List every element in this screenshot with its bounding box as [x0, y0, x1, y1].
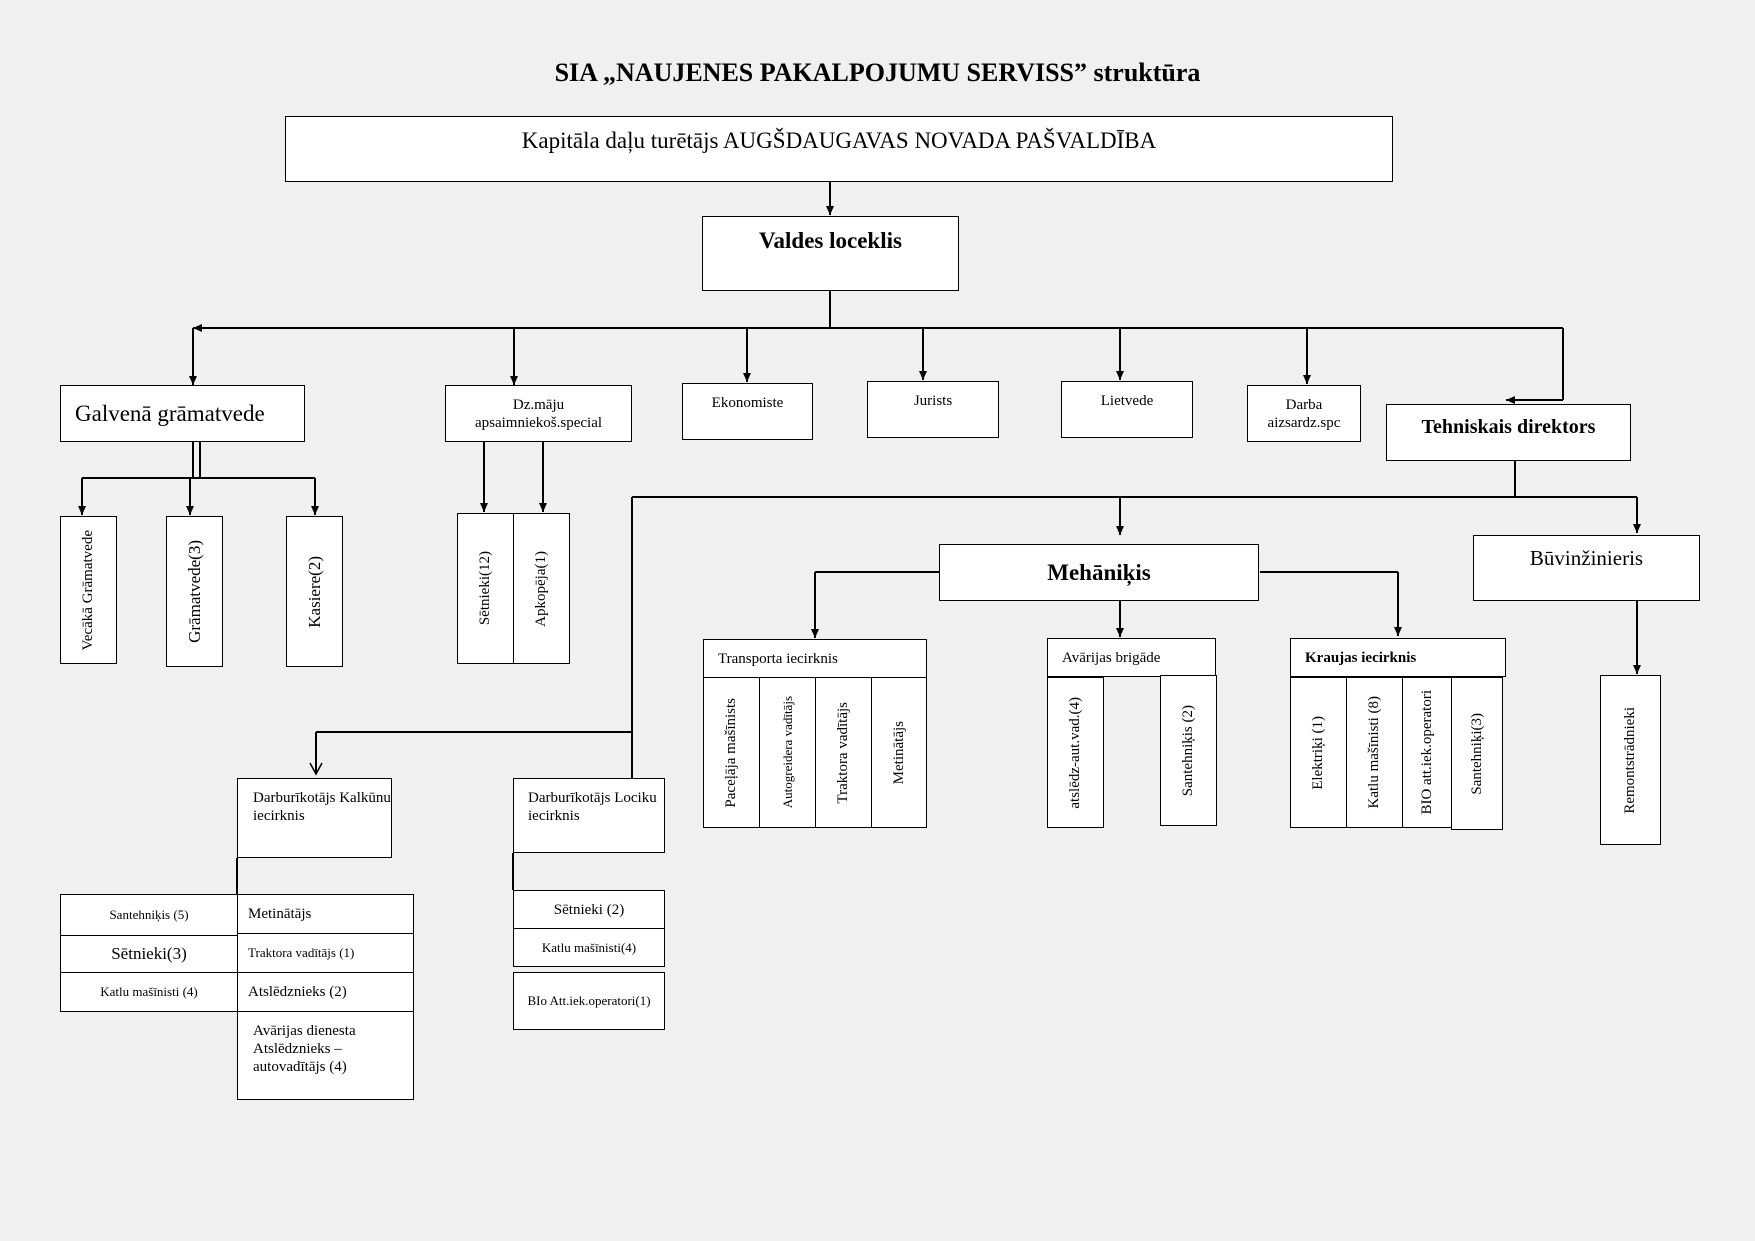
tech-director-label: Tehniskais direktors	[1421, 416, 1596, 438]
repairmen-box: Remontstrādnieki	[1600, 675, 1661, 845]
emergency-label: Avārijas brigāde	[1062, 649, 1161, 666]
kalkuni-right-3: Atslēdznieks (2)	[237, 972, 414, 1012]
tech-director-box: Tehniskais direktors	[1386, 404, 1631, 461]
transport-staff-4: Metinātājs	[871, 677, 927, 828]
kraujas-staff-1-label: Elektriķi (1)	[1310, 715, 1326, 790]
owner-label: Kapitāla daļu turētājs AUGŠDAUGAVAS NOVA…	[521, 128, 1157, 153]
kalkuni-right-2-label: Traktora vadītājs (1)	[248, 945, 355, 961]
lociki-staff-1: Sētnieki (2)	[513, 890, 665, 929]
kraujas-staff-4: Santehniķi(3)	[1451, 677, 1503, 830]
kraujas-staff-3: BIO att.iek.operatori	[1402, 677, 1452, 828]
lociki-label: Darburīkotājs Lociku iecirknis	[528, 790, 657, 824]
cleaner-box: Apkopēja(1)	[513, 513, 570, 664]
emergency-staff-1: atslēdz-aut.vad.(4)	[1047, 677, 1104, 828]
housing-box: Dz.māju apsaimniekoš.special	[445, 385, 632, 442]
janitors-box: Sētnieki(12)	[457, 513, 514, 664]
kraujas-staff-1: Elektriķi (1)	[1290, 677, 1347, 828]
transport-staff-4-label: Metinātājs	[890, 720, 907, 785]
chief-accountant-label: Galvenā grāmatvede	[75, 400, 265, 426]
page-title: SIA „NAUJENES PAKALPOJUMU SERVISS” struk…	[554, 58, 1201, 87]
emergency-header: Avārijas brigāde	[1047, 638, 1216, 677]
kraujas-header: Kraujas iecirknis	[1290, 638, 1506, 677]
economist-box: Ekonomiste	[682, 383, 813, 440]
kalkuni-left-1-label: Santehniķis (5)	[109, 907, 189, 923]
lociki-staff-3-label: BIo Att.iek.operatori(1)	[527, 993, 651, 1009]
kraujas-label: Kraujas iecirknis	[1305, 649, 1417, 666]
transport-staff-3: Traktora vadītājs	[815, 677, 872, 828]
kraujas-staff-3-label: BIO att.iek.operatori	[1418, 690, 1435, 815]
transport-header: Transporta iecirknis	[703, 639, 927, 678]
lawyer-label: Jurists	[913, 393, 953, 409]
kalkuni-left-3: Katlu mašīnisti (4)	[60, 972, 238, 1012]
kalkuni-left-2: Sētnieki(3)	[60, 935, 238, 973]
kalkuni-left-1: Santehniķis (5)	[60, 894, 238, 936]
accountants-box: Grāmatvede(3)	[166, 516, 223, 667]
lociki-staff-2: Katlu mašīnisti(4)	[513, 928, 665, 967]
kalkuni-label: Darburīkotājs Kalkūnu iecirknis	[253, 790, 391, 824]
transport-staff-1-label: Paceļāja mašīnists	[723, 697, 739, 808]
kalkuni-right-4: Avārijas dienesta Atslēdznieks – autovad…	[237, 1011, 414, 1100]
kalkuni-right-3-label: Atslēdznieks (2)	[248, 984, 347, 1000]
lawyer-box: Jurists	[867, 381, 999, 438]
clerk-label: Lietvede	[1100, 393, 1154, 409]
transport-staff-2-label: Autogreidera vadītājs	[779, 696, 795, 809]
clerk-box: Lietvede	[1061, 381, 1193, 438]
accountants-label: Grāmatvede(3)	[184, 540, 204, 643]
senior-accountant-box: Vecākā Grāmatvede	[60, 516, 117, 664]
housing-label: Dz.māju apsaimniekoš.special	[474, 396, 603, 431]
emergency-staff-2-label: Santehniķis (2)	[1180, 704, 1196, 797]
emergency-staff-2: Santehniķis (2)	[1160, 675, 1217, 826]
kalkuni-right-2: Traktora vadītājs (1)	[237, 933, 414, 973]
kraujas-staff-4-label: Santehniķi(3)	[1468, 712, 1485, 795]
kalkuni-left-3-label: Katlu mašīnisti (4)	[100, 984, 198, 1000]
owner-box: Kapitāla daļu turētājs AUGŠDAUGAVAS NOVA…	[285, 116, 1393, 182]
mechanic-box: Mehāniķis	[939, 544, 1259, 601]
transport-label: Transporta iecirknis	[718, 650, 838, 667]
kalkuni-header: Darburīkotājs Kalkūnu iecirknis	[237, 778, 392, 858]
kalkuni-right-4-label: Avārijas dienesta Atslēdznieks – autovad…	[253, 1023, 356, 1075]
kalkuni-right-1-label: Metinātājs	[248, 906, 312, 922]
transport-staff-3-label: Traktora vadītājs	[835, 701, 851, 804]
cashiers-label: Kasiere(2)	[304, 555, 324, 628]
economist-label: Ekonomiste	[711, 395, 784, 411]
kraujas-staff-2: Katlu mašīnisti (8)	[1346, 677, 1403, 828]
transport-staff-1: Paceļāja mašīnists	[703, 677, 760, 828]
transport-staff-2: Autogreidera vadītājs	[759, 677, 816, 828]
repairmen-label: Remontstrādnieki	[1622, 706, 1638, 814]
kraujas-staff-2-label: Katlu mašīnisti (8)	[1366, 696, 1382, 809]
board-box: Valdes loceklis	[702, 216, 959, 291]
lociki-header: Darburīkotājs Lociku iecirknis	[513, 778, 665, 853]
lociki-staff-3: BIo Att.iek.operatori(1)	[513, 972, 665, 1030]
builder-box: Būvinžinieris	[1473, 535, 1700, 601]
lociki-staff-2-label: Katlu mašīnisti(4)	[541, 939, 637, 955]
safety-label: Darba aizsardz.spc	[1267, 396, 1341, 431]
senior-accountant-label: Vecākā Grāmatvede	[80, 529, 96, 651]
chief-accountant-box: Galvenā grāmatvede	[60, 385, 305, 442]
board-label: Valdes loceklis	[759, 228, 902, 253]
cashiers-box: Kasiere(2)	[286, 516, 343, 667]
safety-box: Darba aizsardz.spc	[1247, 385, 1361, 442]
janitors-label: Sētnieki(12)	[477, 551, 493, 626]
mechanic-label: Mehāniķis	[1047, 559, 1151, 585]
kalkuni-left-2-label: Sētnieki(3)	[111, 943, 187, 963]
kalkuni-right-1: Metinātājs	[237, 894, 414, 934]
builder-label: Būvinžinieris	[1529, 546, 1644, 570]
lociki-staff-1-label: Sētnieki (2)	[553, 901, 625, 918]
emergency-staff-1-label: atslēdz-aut.vad.(4)	[1067, 696, 1083, 809]
cleaner-label: Apkopēja(1)	[533, 550, 549, 627]
